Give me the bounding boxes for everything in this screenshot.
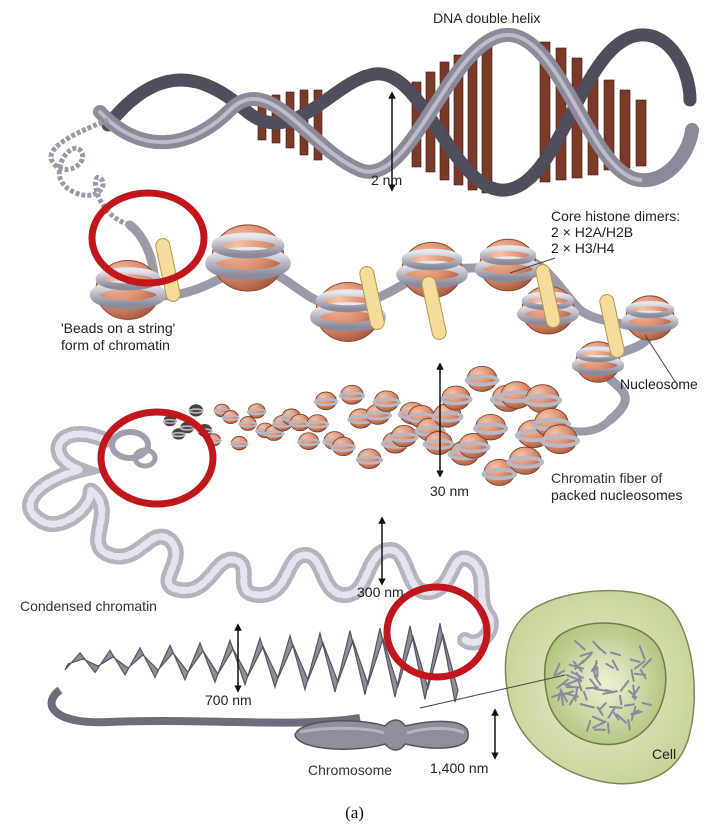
packed-nucleosomes xyxy=(164,366,578,485)
packed-nucleosome xyxy=(374,391,399,412)
three-hundred-nm-label: 300 nm xyxy=(357,584,404,601)
packed-nucleosome xyxy=(231,436,248,450)
core-histone-label-line3: 2 × H3/H4 xyxy=(551,240,614,257)
small-coil xyxy=(112,432,148,458)
nucleosome xyxy=(479,239,538,291)
packed-nucleosome xyxy=(542,425,578,454)
packed-nucleosome xyxy=(189,405,203,416)
packed-nucleosome xyxy=(315,392,337,410)
mini-chromosome xyxy=(610,707,622,708)
packed-nucleosome xyxy=(307,415,328,432)
fourteen-hundred-nm-label: 1,400 nm xyxy=(430,760,488,777)
beads-label-line2: form of chromatin xyxy=(61,337,170,354)
base-pair xyxy=(482,45,492,193)
chromosome-label: Chromosome xyxy=(308,762,392,779)
packed-nucleosome xyxy=(509,447,543,474)
two-nm-label: 2 nm xyxy=(371,172,402,189)
packed-nucleosome xyxy=(466,366,497,391)
packed-nucleosome xyxy=(340,385,363,404)
packed-nucleosome xyxy=(441,386,471,410)
mini-chromosome xyxy=(608,723,609,732)
chromatin-fiber-label-line2: packed nucleosomes xyxy=(551,487,683,504)
beads-label-line1: 'Beads on a string' xyxy=(61,320,175,337)
nucleosome-label: Nucleosome xyxy=(620,376,698,393)
base-pair xyxy=(636,100,646,166)
packed-nucleosome xyxy=(424,431,453,454)
packed-nucleosome xyxy=(332,437,355,456)
dna-strand-back xyxy=(108,35,690,190)
thirty-nm-label: 30 nm xyxy=(430,483,469,500)
chromatin-fiber xyxy=(164,366,610,485)
chromosome xyxy=(295,720,468,750)
core-histone-label-line2: 2 × H2A/H2B xyxy=(551,224,633,241)
packed-nucleosome xyxy=(357,449,381,469)
packed-nucleosome xyxy=(239,417,256,431)
coiled-chromatin-700nm xyxy=(52,623,458,722)
mini-chromosome xyxy=(620,696,621,704)
packed-nucleosome xyxy=(475,414,507,440)
packed-nucleosome xyxy=(248,404,266,418)
chromatin-fiber-label-line1: Chromatin fiber of xyxy=(551,470,662,487)
base-pair xyxy=(620,90,630,168)
cell-label: Cell xyxy=(652,746,676,763)
figure-caption: (a) xyxy=(0,803,709,823)
core-histone-label-line1: Core histone dimers: xyxy=(551,208,680,225)
packed-nucleosome xyxy=(391,425,417,446)
mini-chromosome xyxy=(625,704,634,705)
dna-helix-label: DNA double helix xyxy=(433,10,540,27)
nucleosome xyxy=(625,296,675,340)
condensed-chromatin-label: Condensed chromatin xyxy=(20,598,157,615)
packed-nucleosome xyxy=(223,411,239,424)
packed-nucleosome xyxy=(298,433,319,450)
seven-hundred-nm-label: 700 nm xyxy=(205,692,252,709)
